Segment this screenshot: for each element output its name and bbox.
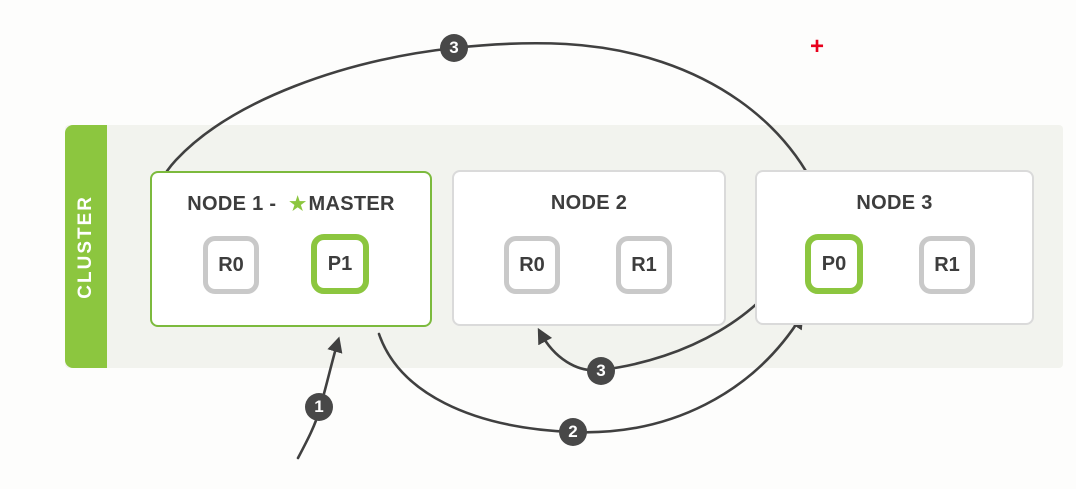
node-1-master-label: MASTER	[308, 193, 395, 215]
node-2-box: NODE 2 R0 R1	[452, 170, 726, 326]
shard-node3-r1: R1	[919, 236, 975, 294]
node-3-title-text: NODE 3	[856, 192, 933, 214]
shard-node1-r0: R0	[203, 236, 259, 294]
cluster-label: CLUSTER	[75, 194, 96, 299]
cluster-sidebar: CLUSTER	[65, 125, 107, 368]
master-star-icon: ★	[289, 194, 307, 215]
shard-node2-r1: R1	[616, 236, 672, 294]
node-3-title: NODE 3	[757, 192, 1032, 215]
node-1-title: NODE 1 - ★ MASTER	[152, 193, 430, 216]
node-2-title: NODE 2	[454, 192, 724, 215]
step-badge-3-bottom: 3	[587, 357, 615, 385]
step-badge-3-top: 3	[440, 34, 468, 62]
step-badge-2: 2	[559, 418, 587, 446]
step-badge-1: 1	[305, 393, 333, 421]
node-1-box: NODE 1 - ★ MASTER R0 P1	[150, 171, 432, 327]
shard-node2-r0: R0	[504, 236, 560, 294]
mouse-cursor-crosshair-icon: +	[809, 33, 824, 60]
node-1-title-prefix: NODE 1 -	[187, 193, 283, 215]
node-2-title-text: NODE 2	[550, 192, 628, 214]
shard-node3-p0: P0	[805, 234, 863, 294]
node-3-box: NODE 3 P0 R1	[755, 170, 1034, 325]
shard-node1-p1: P1	[311, 234, 369, 294]
